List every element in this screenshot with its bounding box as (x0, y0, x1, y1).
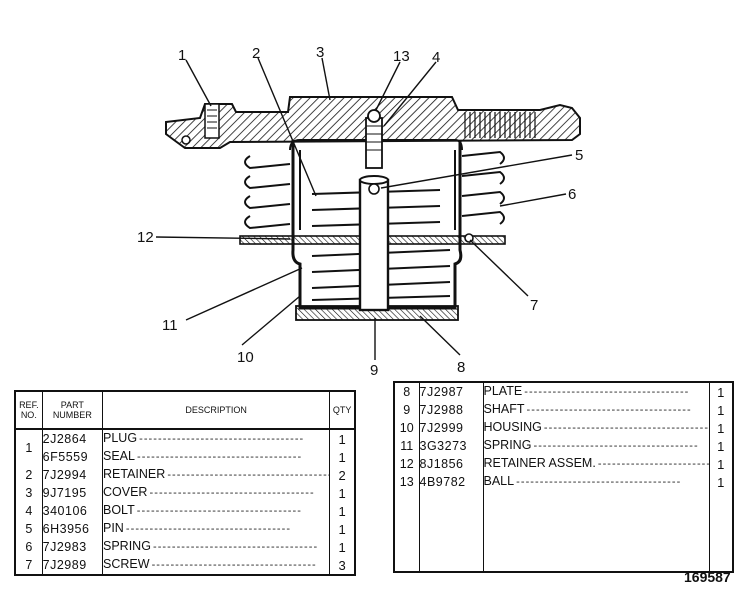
ref-no-cell: 9 (394, 401, 420, 419)
ref-no-cell: 2 (15, 466, 43, 484)
qty-header: QTY (329, 391, 355, 430)
table-row: 6F5559 SEAL 1 (15, 448, 355, 466)
description-cell: COVER (102, 484, 331, 502)
ref-no-cell: 8 (394, 382, 420, 401)
part-number-cell: 7J2983 (42, 538, 104, 556)
callout-1: 1 (178, 47, 186, 64)
callout-11: 11 (162, 317, 178, 334)
shaft-part (358, 175, 390, 312)
part-number-cell: 6H3956 (42, 520, 104, 538)
callout-8: 8 (457, 359, 465, 376)
qty-cell: 1 (717, 384, 725, 400)
table-row: 9 7J2988 SHAFT 1 (394, 401, 733, 419)
table-row: 2 7J2994 RETAINER 2 (15, 466, 355, 484)
part-number-cell: 8J1856 (419, 455, 484, 473)
ref-no-cell: 12 (394, 455, 420, 473)
qty-cell: 1 (338, 539, 346, 555)
table-row: 3 9J7195 COVER 1 (15, 484, 355, 502)
outer-spring-part (244, 150, 505, 230)
table-row: 13 4B9782 BALL 1 (394, 473, 733, 491)
qty-cell: 1 (717, 456, 725, 472)
table-row: 12 8J1856 RETAINER ASSEM. 1 (394, 455, 733, 473)
part-number-cell: 2J2864 (42, 429, 104, 448)
part-number-cell: 4B9782 (419, 473, 484, 491)
ref-no-cell: 1 (15, 429, 43, 466)
description-cell: BALL (483, 473, 710, 491)
ref-no-cell: 13 (394, 473, 420, 491)
part-number-cell: 7J2994 (42, 466, 104, 484)
table-empty-area (394, 491, 733, 572)
qty-cell: 1 (717, 474, 725, 490)
table-row: 6 7J2983 SPRING 1 (15, 538, 355, 556)
table-row: 8 7J2987 PLATE 1 (394, 382, 733, 401)
qty-cell: 1 (338, 485, 346, 501)
ref-no-cell: 6 (15, 538, 43, 556)
qty-cell: 1 (338, 431, 346, 447)
table-row: 10 7J2999 HOUSING 1 (394, 419, 733, 437)
callout-6: 6 (568, 186, 576, 203)
ref-no-cell: 4 (15, 502, 43, 520)
leader-lines (155, 57, 573, 360)
table-row: 5 6H3956 PIN 1 (15, 520, 355, 538)
ref-no-cell: 5 (15, 520, 43, 538)
qty-cell: 2 (338, 467, 346, 483)
callout-3: 3 (316, 44, 324, 61)
ref-no-cell: 3 (15, 484, 43, 502)
ref-no-cell: 11 (394, 437, 420, 455)
description-cell: SPRING (483, 437, 710, 455)
description-cell: SCREW (102, 556, 331, 575)
description-cell: RETAINER ASSEM. (483, 455, 710, 473)
description-cell: PLUG (102, 429, 331, 448)
description-cell: HOUSING (483, 419, 710, 437)
description-cell: SHAFT (483, 401, 710, 419)
qty-cell: 1 (717, 420, 725, 436)
table-row: 11 3G3273 SPRING 1 (394, 437, 733, 455)
ref-no-cell: 7 (15, 556, 43, 575)
qty-cell: 1 (717, 438, 725, 454)
callout-9: 9 (370, 362, 378, 379)
assembly-cross-section-diagram: 1 2 3 13 4 5 6 12 7 11 10 9 8 (137, 44, 583, 379)
callout-5: 5 (575, 147, 583, 164)
qty-cell: 1 (338, 503, 346, 519)
part-number-cell: 7J2989 (42, 556, 104, 575)
callout-10: 10 (237, 349, 254, 366)
table-row: 4 340106 BOLT 1 (15, 502, 355, 520)
callout-4: 4 (432, 49, 440, 66)
table-row: 1 2J2864 PLUG 1 (15, 429, 355, 466)
part-number-cell: 6F5559 (42, 448, 104, 466)
callout-13: 13 (393, 48, 410, 65)
description-header: DESCRIPTION (102, 391, 331, 430)
part-number-cell: 7J2987 (419, 382, 484, 401)
part-number-cell: 9J7195 (42, 484, 104, 502)
description-cell: SPRING (102, 538, 331, 556)
ref-no-header: REF.NO. (15, 391, 43, 430)
bolt-part (365, 109, 383, 169)
drawing-number: 169587 (684, 569, 731, 585)
description-cell: PLATE (483, 382, 710, 401)
description-cell: BOLT (102, 502, 331, 520)
description-cell: SEAL (102, 448, 331, 466)
qty-cell: 1 (338, 521, 346, 537)
callout-2: 2 (252, 45, 260, 62)
part-number-cell: 3G3273 (419, 437, 484, 455)
qty-cell: 3 (338, 557, 346, 573)
description-cell: RETAINER (102, 466, 331, 484)
parts-list-table-right: 8 7J2987 PLATE 1 9 7J2988 SHAFT 1 10 7J2… (393, 381, 734, 573)
table-row: 7 7J2989 SCREW 3 (15, 556, 355, 575)
ref-no-cell: 10 (394, 419, 420, 437)
description-cell: PIN (102, 520, 331, 538)
part-number-cell: 7J2999 (419, 419, 484, 437)
part-number-cell: 340106 (42, 502, 104, 520)
callout-7: 7 (530, 297, 538, 314)
qty-cell: 1 (338, 449, 346, 465)
callout-12: 12 (137, 229, 154, 246)
part-number-cell: 7J2988 (419, 401, 484, 419)
qty-cell: 1 (717, 402, 725, 418)
